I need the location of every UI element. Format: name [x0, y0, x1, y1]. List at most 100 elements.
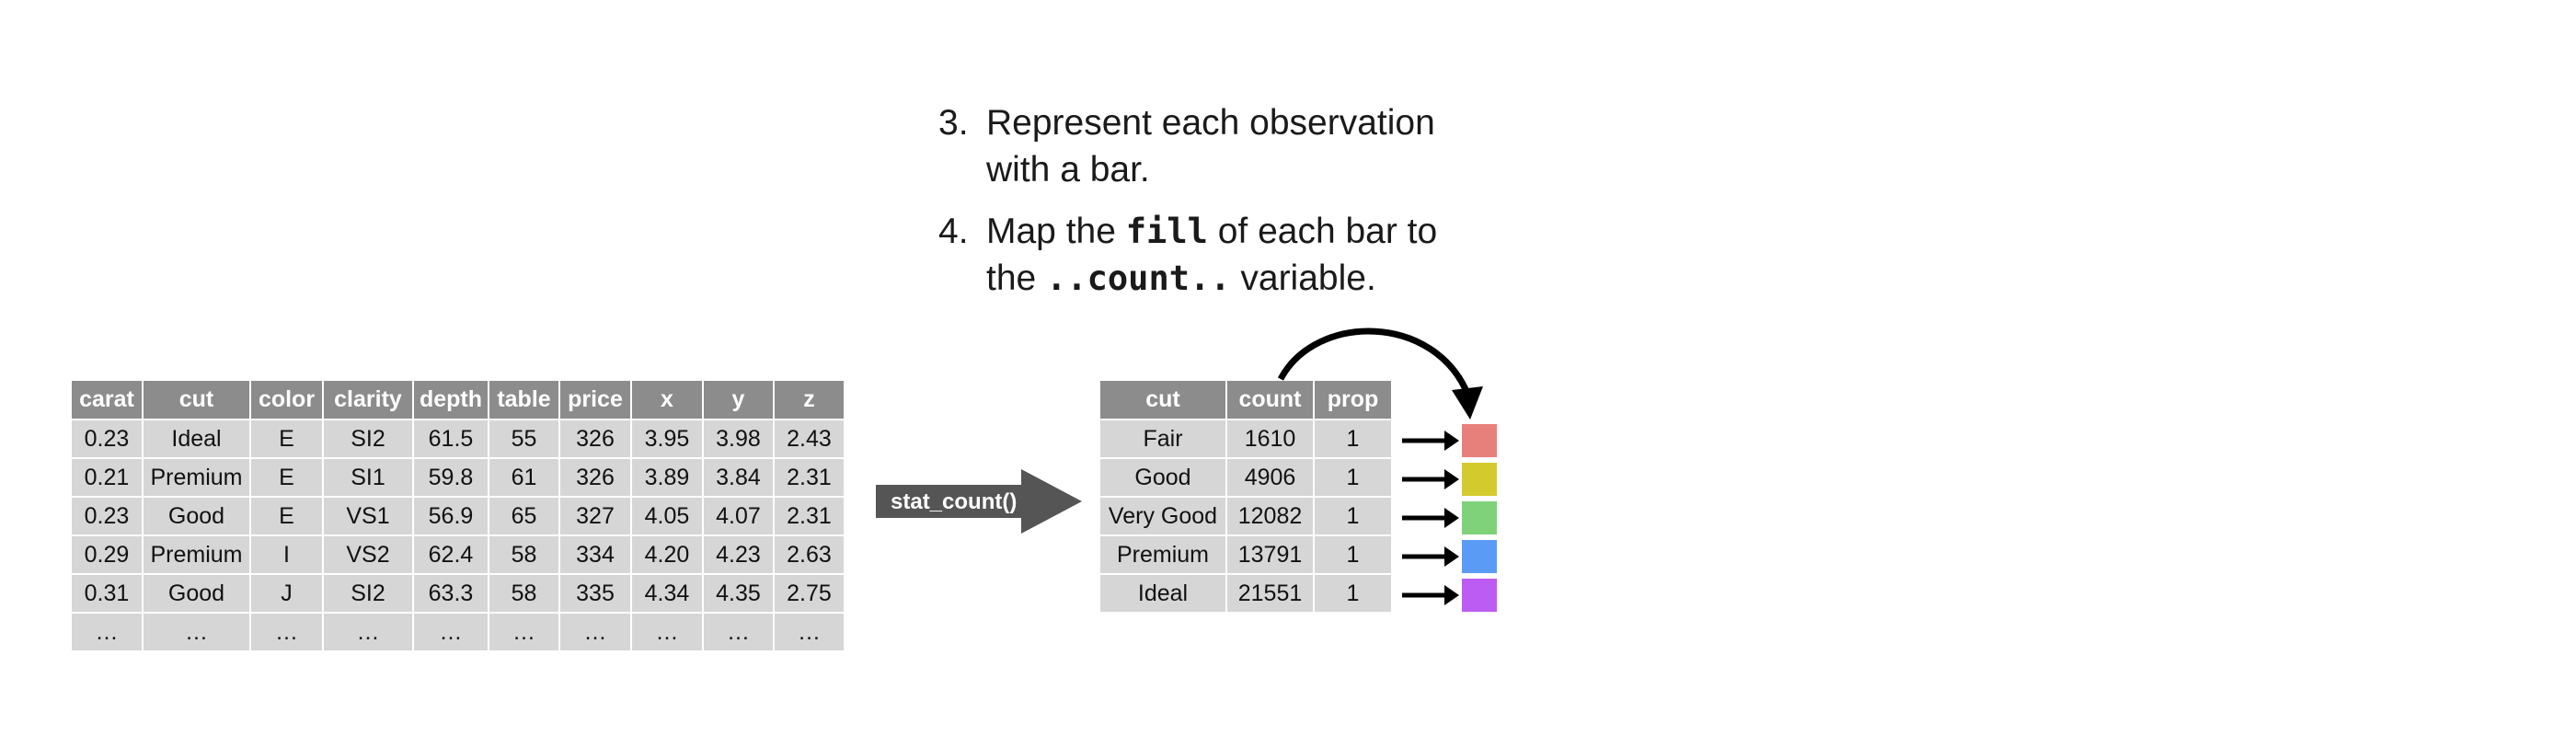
step-4-fill-code: fill: [1125, 212, 1208, 251]
diamonds-cell: 326: [560, 420, 630, 457]
step-4-line-2-post: variable.: [1230, 259, 1376, 298]
step-4-line-2-pre: the: [986, 259, 1047, 298]
diamonds-cell: …: [144, 614, 249, 650]
diamonds-cell: 4.23: [704, 536, 773, 573]
table-row: …………………………: [72, 614, 844, 650]
step-4-line-2: the ..count.. variable.: [986, 255, 1527, 302]
diamonds-cell: …: [775, 614, 844, 650]
step-4-line-1-post: of each bar to: [1207, 212, 1438, 251]
diamonds-header-8: y: [704, 381, 773, 419]
diamonds-cell: …: [489, 614, 558, 650]
step-3-line-1: Represent each observation: [986, 103, 1435, 143]
diamonds-cell: …: [560, 614, 630, 650]
diamonds-cell: 4.35: [704, 575, 773, 612]
diamonds-cell: 2.43: [775, 420, 844, 457]
summary-cell: 1: [1315, 536, 1391, 573]
diamonds-cell: 326: [560, 459, 630, 496]
diamonds-cell: 59.8: [414, 459, 488, 496]
step-3: 3. Represent each observation with a bar…: [938, 99, 1527, 193]
diamonds-header-3: clarity: [324, 381, 412, 419]
fill-swatch: [1462, 463, 1497, 496]
fill-swatch: [1462, 501, 1497, 534]
diamonds-cell: 58: [489, 536, 558, 573]
diamonds-cell: 0.23: [72, 498, 142, 534]
diamonds-cell: 3.95: [632, 420, 702, 457]
diamonds-cell: 4.05: [632, 498, 702, 534]
row-arrow-head: [1444, 585, 1459, 605]
step-3-number: 3.: [938, 103, 969, 143]
diamonds-header-2: color: [251, 381, 322, 419]
diamonds-cell: 61: [489, 459, 558, 496]
diamonds-cell: I: [251, 536, 322, 573]
stat-count-arrow-shape: [876, 469, 1082, 534]
summary-cell: 1: [1315, 459, 1391, 496]
diamonds-header-9: z: [775, 381, 844, 419]
fill-swatch: [1462, 540, 1497, 573]
summary-header-0: cut: [1100, 381, 1225, 419]
step-4-count-code: ..count..: [1046, 259, 1231, 298]
row-arrow-head: [1444, 508, 1459, 528]
summary-header-2: prop: [1315, 381, 1391, 419]
diamonds-cell: J: [251, 575, 322, 612]
summary-header-1: count: [1227, 381, 1313, 419]
diamonds-cell: VS2: [324, 536, 412, 573]
diamonds-cell: 4.20: [632, 536, 702, 573]
diamonds-cell: 0.21: [72, 459, 142, 496]
diamonds-cell: 4.34: [632, 575, 702, 612]
stat-count-label: stat_count(): [891, 489, 1018, 514]
diamonds-cell: 3.98: [704, 420, 773, 457]
summary-cell: 21551: [1227, 575, 1313, 612]
step-4-line-1-pre: Map the: [986, 212, 1126, 251]
summary-cell: Ideal: [1100, 575, 1225, 612]
diamonds-cell: 334: [560, 536, 630, 573]
diamonds-cell: 55: [489, 420, 558, 457]
summary-cell: Very Good: [1100, 498, 1225, 534]
summary-cell: Good: [1100, 459, 1225, 496]
summary-cell: 1610: [1227, 420, 1313, 457]
summary-cell: 1: [1315, 575, 1391, 612]
step-3-line-2: with a bar.: [986, 150, 1150, 190]
row-arrow-head: [1444, 431, 1459, 451]
diamonds-cell: Premium: [144, 459, 249, 496]
diamonds-cell: SI2: [324, 575, 412, 612]
diamonds-header-5: table: [489, 381, 558, 419]
diamonds-header-1: cut: [144, 381, 249, 419]
diamonds-header-6: price: [560, 381, 630, 419]
diamonds-cell: Premium: [144, 536, 249, 573]
diamonds-cell: 2.75: [775, 575, 844, 612]
diamonds-cell: 2.63: [775, 536, 844, 573]
diamonds-cell: …: [324, 614, 412, 650]
diamonds-cell: Good: [144, 498, 249, 534]
diamonds-cell: 0.31: [72, 575, 142, 612]
diamonds-cell: 3.89: [632, 459, 702, 496]
diamonds-cell: …: [704, 614, 773, 650]
step-4-number: 4.: [938, 212, 969, 251]
diamonds-cell: Ideal: [144, 420, 249, 457]
diamonds-cell: 4.07: [704, 498, 773, 534]
fill-swatch: [1462, 424, 1497, 457]
diamonds-cell: …: [414, 614, 488, 650]
summary-cell: Premium: [1100, 536, 1225, 573]
fill-swatches: [1462, 424, 1497, 612]
step-4-line-1: Map the fill of each bar to: [986, 208, 1527, 255]
summary-cell: Fair: [1100, 420, 1225, 457]
diamonds-header-0: carat: [72, 381, 142, 419]
diamonds-cell: …: [632, 614, 702, 650]
diamonds-cell: 2.31: [775, 498, 844, 534]
